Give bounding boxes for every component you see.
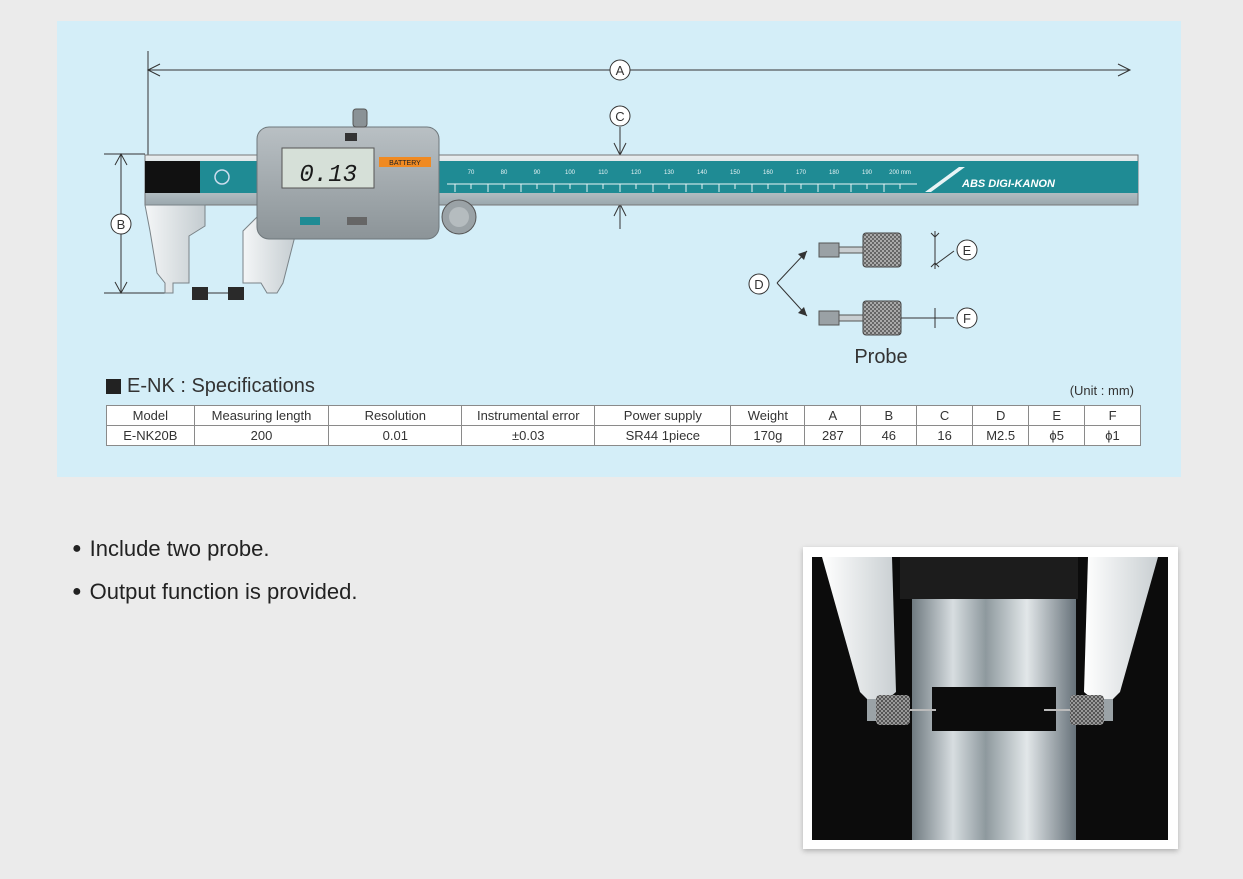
dim-label-b: B [110, 213, 132, 235]
svg-text:E: E [963, 243, 972, 258]
scale-mark: 130 [664, 170, 675, 176]
unit-label: (Unit : mm) [1069, 383, 1134, 398]
table-cell: SR44 1piece [594, 425, 732, 446]
svg-text:F: F [963, 311, 971, 326]
product-photo [812, 557, 1168, 840]
header-cell: Model [106, 405, 195, 426]
table-cell: E-NK20B [106, 425, 195, 446]
spec-title: E-NK : Specifications [127, 375, 315, 397]
header-cell: F [1084, 405, 1141, 426]
table-cell: 0.01 [328, 425, 463, 446]
feature-list: ● Include two probe. ● Output function i… [72, 536, 358, 622]
scale-mark: 180 [829, 170, 840, 176]
probe-tip [228, 287, 244, 300]
dim-label-e: E [956, 239, 978, 261]
square-bullet-icon [106, 379, 121, 394]
scale-mark: 100 [565, 170, 576, 176]
scale-mark: 160 [763, 170, 774, 176]
scale-mark: 110 [598, 170, 608, 176]
table-header-row: Model Measuring length Resolution Instru… [106, 405, 1141, 426]
header-cell: B [860, 405, 918, 426]
bullet-icon: ● [72, 540, 82, 557]
probe-detail: Probe [776, 231, 955, 368]
table-cell: 16 [916, 425, 974, 446]
table-cell: 287 [804, 425, 862, 446]
spec-table: Model Measuring length Resolution Instru… [106, 405, 1141, 446]
svg-text:B: B [117, 217, 126, 232]
table-cell: ±0.03 [461, 425, 596, 446]
scale-mark: 90 [534, 170, 541, 176]
header-cell: C [916, 405, 974, 426]
scale-mark: 140 [697, 170, 708, 176]
table-cell: M2.5 [972, 425, 1030, 446]
scale-mark: 80 [501, 170, 508, 176]
table-cell: ϕ1 [1084, 425, 1141, 446]
display-reading: 0.13 [299, 162, 357, 189]
header-cell: Measuring length [193, 405, 330, 426]
scale-mark: 200 mm [889, 170, 911, 176]
probe-e-knurl [862, 232, 902, 268]
svg-text:C: C [615, 109, 624, 124]
header-cell: Resolution [328, 405, 463, 426]
table-cell: ϕ5 [1028, 425, 1086, 446]
logo-icon [214, 169, 230, 185]
dim-label-c: C [609, 105, 631, 127]
probe-tip [192, 287, 208, 300]
bullet-icon: ● [72, 583, 82, 600]
caliper-diagram: 70 80 90 100 110 120 130 140 150 160 170… [104, 51, 1139, 368]
table-cell: 200 [193, 425, 330, 446]
spec-heading: E-NK : Specifications [106, 375, 315, 398]
list-item: ● Include two probe. [72, 536, 358, 562]
header-cell: Weight [730, 405, 806, 426]
scale-mark: 170 [796, 170, 807, 176]
svg-text:D: D [754, 277, 763, 292]
scale-mark: 70 [468, 170, 475, 176]
scale-mark: 150 [730, 170, 741, 176]
feature-text: Include two probe. [89, 536, 270, 561]
dim-label-f: F [956, 307, 978, 329]
table-cell: 170g [730, 425, 806, 446]
header-cell: E [1028, 405, 1086, 426]
header-cell: D [972, 405, 1030, 426]
probe-f-knurl [862, 300, 902, 336]
header-cell: A [804, 405, 862, 426]
scale-mark: 190 [862, 170, 873, 176]
scale-mark: 120 [631, 170, 642, 176]
list-item: ● Output function is provided. [72, 579, 358, 605]
dim-label-a: A [609, 59, 631, 81]
spec-panel: 70 80 90 100 110 120 130 140 150 160 170… [57, 21, 1181, 477]
display-unit: 0.13 BATTERY [256, 108, 477, 240]
svg-text:A: A [616, 63, 625, 78]
header-cell: Instrumental error [461, 405, 596, 426]
table-cell: 46 [860, 425, 918, 446]
dimension-a [146, 51, 1132, 166]
dim-label-d: D [748, 273, 770, 295]
probe-label: Probe [854, 346, 907, 368]
feature-text: Output function is provided. [89, 579, 358, 604]
table-row: E-NK20B 200 0.01 ±0.03 SR44 1piece 170g … [106, 425, 1141, 446]
product-photo-frame [803, 547, 1178, 849]
battery-label: BATTERY [389, 160, 421, 167]
header-cell: Power supply [594, 405, 732, 426]
fixed-jaw [144, 204, 206, 294]
scale-ticks [447, 183, 917, 192]
brand-label: ABS DIGI-KANON [961, 178, 1056, 190]
